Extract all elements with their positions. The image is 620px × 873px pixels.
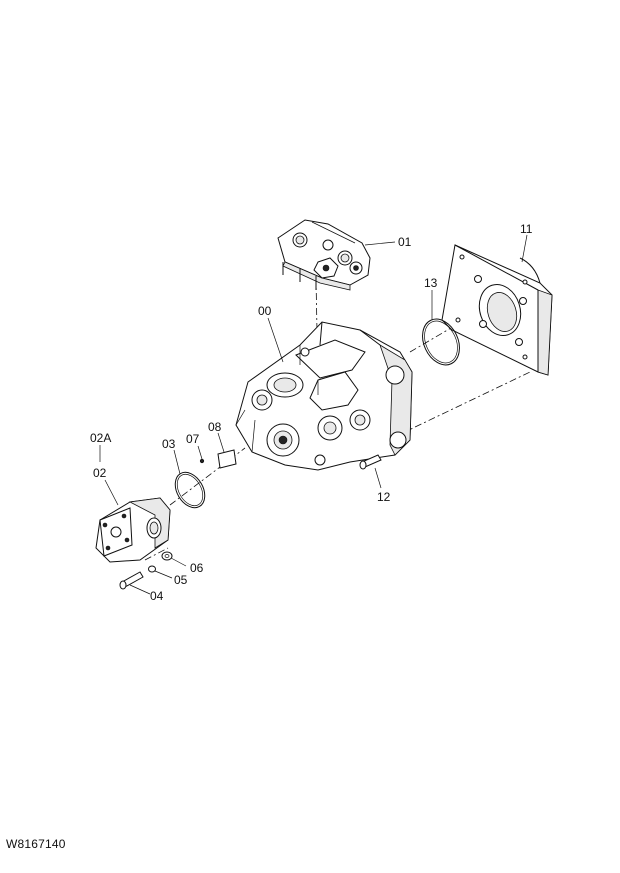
part-11-flange-plate	[441, 244, 553, 376]
callout-05: 05	[174, 573, 188, 587]
part-05-spring-washer	[148, 565, 156, 573]
part-04-bolt	[119, 571, 144, 590]
callout-13: 13	[424, 276, 438, 290]
callout-labels: 01 00 11 13 08 07 03 02A 02 06 05 04 12	[90, 222, 533, 603]
callout-04: 04	[150, 589, 164, 603]
part-13-o-ring	[422, 318, 460, 366]
part-03-o-ring	[174, 471, 206, 509]
callout-00: 00	[258, 304, 272, 318]
part-07-pin	[199, 458, 205, 464]
part-02-gear-pump	[95, 497, 171, 563]
callout-06: 06	[190, 561, 204, 575]
part-08-gasket	[217, 449, 237, 469]
callout-leaders	[99, 234, 528, 595]
part-00-pump-body	[235, 321, 413, 471]
part-06-washer	[161, 551, 173, 561]
callout-02: 02	[93, 466, 107, 480]
part-01-valve-block	[277, 219, 371, 291]
callout-02a: 02A	[90, 431, 111, 445]
callout-07: 07	[186, 432, 200, 446]
drawing-code: W8167140	[6, 837, 66, 851]
callout-11: 11	[520, 222, 533, 236]
part-12-bolt	[359, 454, 382, 470]
callout-12: 12	[377, 490, 391, 504]
callout-01: 01	[398, 235, 412, 249]
callout-08: 08	[208, 420, 222, 434]
callout-03: 03	[162, 437, 176, 451]
